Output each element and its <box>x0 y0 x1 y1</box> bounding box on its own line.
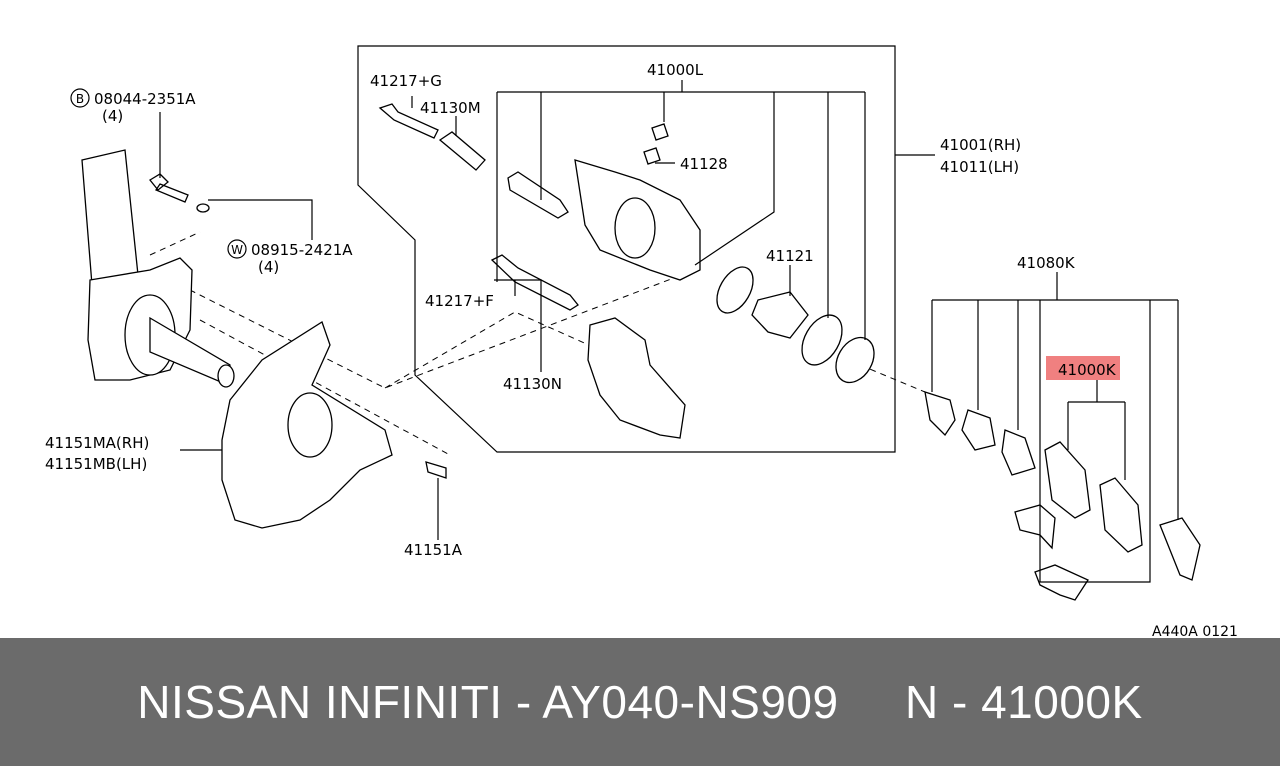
center-line <box>859 364 926 393</box>
guide-pin-g-icon <box>378 103 439 139</box>
label-41151a: 41151A <box>404 541 463 559</box>
leader-line <box>1067 380 1126 480</box>
caliper-bore-icon <box>614 197 656 259</box>
shim-icon <box>1001 429 1036 476</box>
label-41151mb-lh: 41151MB(LH) <box>45 455 147 473</box>
center-line <box>384 311 601 389</box>
spindle-end-icon <box>217 364 235 388</box>
label-41011-lh: 41011(LH) <box>940 158 1019 176</box>
label-08915-qty: (4) <box>258 258 279 276</box>
footer-title: NISSAN INFINITI - AY040-NS909 N - 41000K <box>137 676 1143 728</box>
boot-icon <box>507 171 569 219</box>
label-41121: 41121 <box>766 247 814 265</box>
label-08915-2421a: 08915-2421A <box>251 241 353 259</box>
footer-bar: NISSAN INFINITI - AY040-NS909 N - 41000K <box>0 638 1280 766</box>
label-41151ma-rh: 41151MA(RH) <box>45 434 149 452</box>
label-08044-2351a: 08044-2351A <box>94 90 196 108</box>
leader-line <box>494 279 542 372</box>
bolt-icon <box>149 173 189 203</box>
callout-b-icon <box>70 88 90 108</box>
center-line <box>149 231 201 256</box>
label-41217-g: 41217+G <box>370 72 442 90</box>
diagram-code: A440A 0121 <box>1152 624 1238 638</box>
leader-line <box>931 272 1179 583</box>
strut-icon <box>81 149 139 286</box>
center-line <box>199 319 451 456</box>
shield-hole-icon <box>287 392 333 458</box>
label-41130m: 41130M <box>420 99 481 117</box>
torque-member-icon <box>587 317 686 439</box>
label-41217-f: 41217+F <box>425 292 494 310</box>
pad-clip-icon <box>1014 504 1056 550</box>
parts-diagram: B W 08044-2351A (4) 08915-2421A (4) 4121… <box>45 45 1238 638</box>
label-41000k: 41000K <box>1058 361 1117 379</box>
shim-icon <box>961 409 996 451</box>
anti-squeal-spring-icon <box>1159 517 1201 581</box>
leader-line <box>496 80 866 340</box>
piston-icon <box>751 291 809 339</box>
washer-icon <box>196 203 210 213</box>
shim-icon <box>924 391 956 437</box>
dust-boot-icon <box>801 314 843 366</box>
leader-line <box>208 199 313 240</box>
part-highlight <box>1046 356 1120 380</box>
shield-bolt-icon <box>425 461 447 479</box>
guide-pin-f-icon <box>490 254 579 311</box>
callout-w-icon <box>227 239 247 259</box>
label-41130n: 41130N <box>503 375 562 393</box>
seal-ring-icon <box>716 266 754 314</box>
center-line <box>179 267 701 389</box>
label-41128: 41128 <box>680 155 728 173</box>
callout-b-letter: B <box>76 92 84 106</box>
brake-pad-icon <box>1044 441 1091 519</box>
boot-m-icon <box>438 131 486 171</box>
caliper-assembly-frame <box>357 45 896 453</box>
retaining-ring-icon <box>835 336 875 384</box>
label-41000l: 41000L <box>647 61 704 79</box>
label-41080k: 41080K <box>1017 254 1076 272</box>
label-41001-rh: 41001(RH) <box>940 136 1021 154</box>
callout-w-letter: W <box>231 243 243 257</box>
brake-pad-icon <box>1099 477 1143 553</box>
bleeder-icon <box>643 123 669 165</box>
label-08044-qty: (4) <box>102 107 123 125</box>
